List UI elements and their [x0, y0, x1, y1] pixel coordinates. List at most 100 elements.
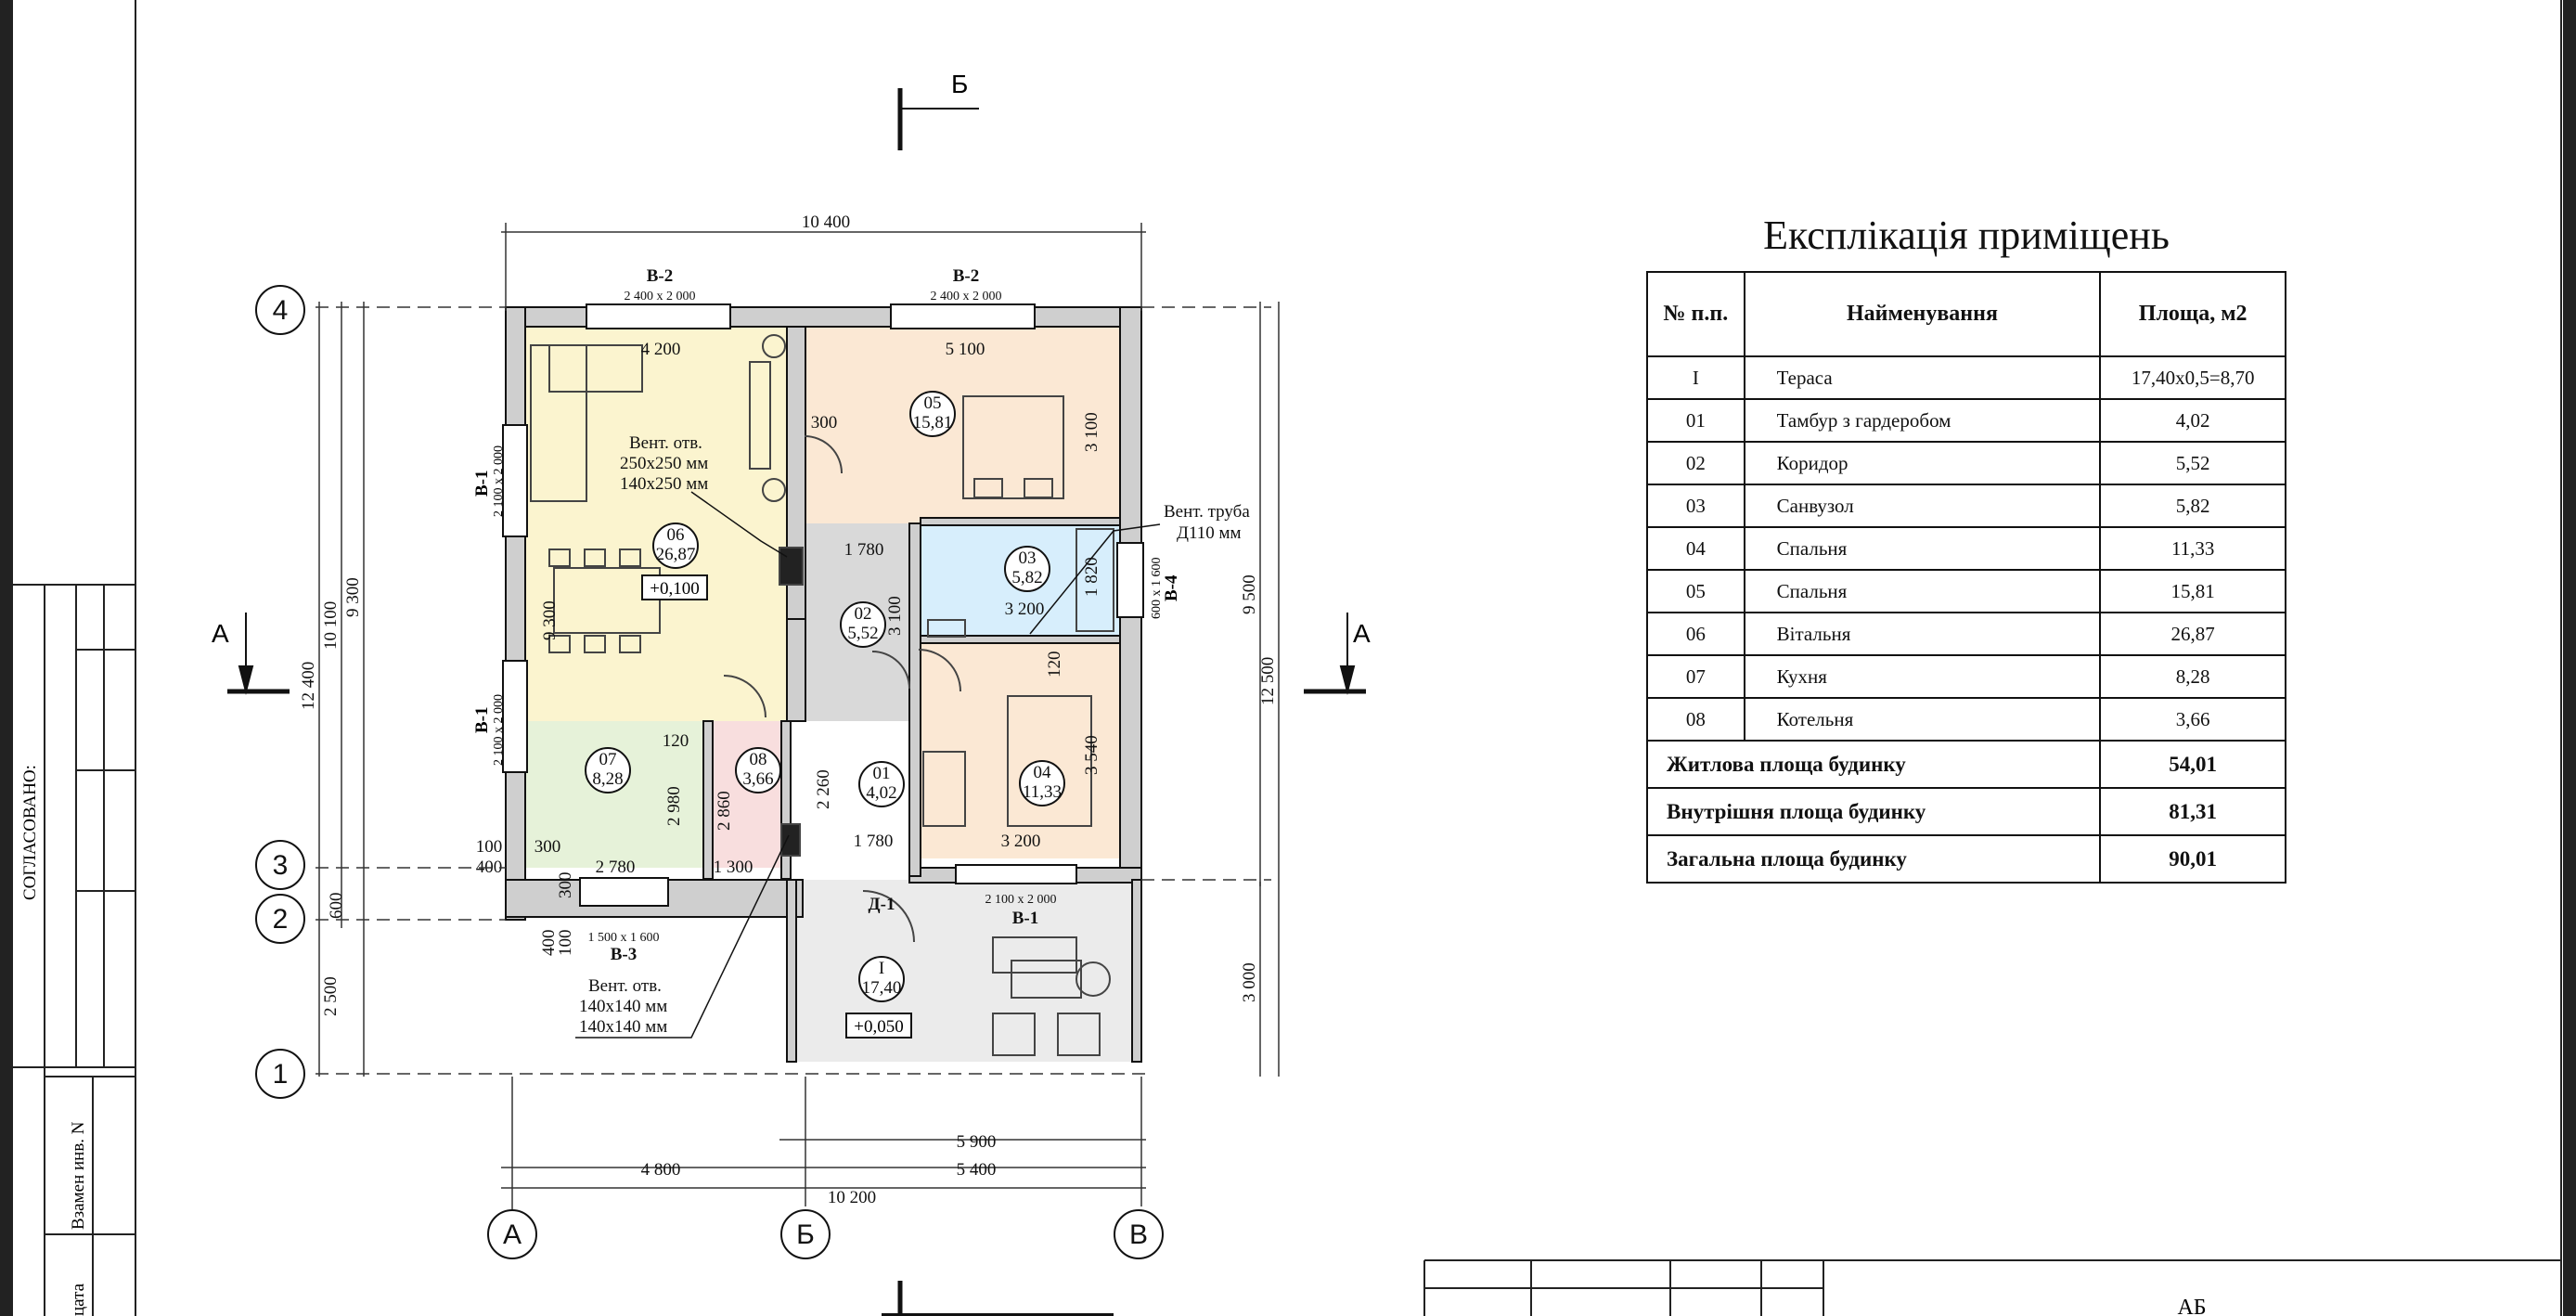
window-v4-label: В-4	[1162, 574, 1181, 601]
row-num: 01	[1646, 398, 1745, 443]
axis-v: В	[1129, 1219, 1148, 1250]
window-v1-label-lower: В-1	[472, 707, 492, 734]
window-v3	[579, 877, 669, 907]
window-v3-size: 1 500 x 1 600	[588, 931, 660, 945]
header-area: Площа, м2	[2099, 271, 2286, 357]
room-06-area: 26,87	[656, 545, 696, 564]
door-swing-2	[804, 435, 843, 474]
window-v1-bottom-label: В-1	[1012, 909, 1039, 928]
dim-400b: 400	[539, 930, 559, 957]
dim-9300-inner: 9 300	[540, 600, 560, 640]
axis-a: А	[503, 1219, 522, 1250]
vent-shaft	[779, 547, 804, 586]
dim-3200b: 3 200	[1001, 832, 1041, 851]
door-swing-4	[918, 649, 961, 692]
wardrobe-01	[922, 751, 966, 827]
row-area: 15,81	[2099, 569, 2286, 613]
agreed-label: СОГЛАСОВАНО:	[20, 765, 40, 900]
dim-left-9300: 9 300	[343, 577, 363, 617]
wall-left	[505, 306, 526, 921]
dim-right-12500: 12 500	[1258, 657, 1278, 705]
tv-unit	[749, 361, 771, 470]
window-v2-label-right: В-2	[953, 266, 980, 286]
dim-4200: 4 200	[641, 340, 681, 359]
room-04-fill	[919, 641, 1120, 858]
dim-right-9500: 9 500	[1240, 574, 1259, 614]
dim-5100: 5 100	[946, 340, 985, 359]
terrace-fill	[787, 880, 1141, 1062]
room-07-fill	[524, 721, 708, 868]
date-label: цата	[69, 1283, 88, 1316]
dim-1300: 1 300	[714, 858, 753, 877]
summary-value: 54,01	[2099, 740, 2286, 789]
top-dim-10400: 10 400	[802, 213, 850, 232]
floor-plan: 06 26,87 05 15,81 03 5,82 02 5,52 07 8,2…	[212, 70, 1371, 1316]
row-num: 07	[1646, 654, 1745, 699]
summary-value: 90,01	[2099, 834, 2286, 884]
vent2-leader	[575, 834, 790, 1039]
vent1-line1: Вент. отв.	[629, 433, 702, 453]
door-d1-label: Д-1	[869, 895, 895, 914]
room-02-area: 5,52	[847, 624, 878, 643]
vent2-line1: Вент. отв.	[588, 976, 662, 996]
dim-4800: 4 800	[641, 1160, 681, 1180]
window-v1-upper	[502, 424, 528, 537]
window-v4	[1116, 542, 1144, 618]
summary-label: Внутрішня площа будинку	[1645, 787, 2102, 836]
header-num: № п.п.	[1646, 271, 1745, 357]
room-07-num: 07	[599, 750, 617, 769]
dim-3100a: 3 100	[1082, 412, 1101, 452]
row-num: 05	[1646, 569, 1745, 613]
row-area: 17,40x0,5=8,70	[2099, 355, 2286, 400]
terrace-sofa	[992, 936, 1077, 974]
door-swing-5	[862, 890, 915, 943]
dim-left-2500: 2 500	[321, 976, 341, 1016]
row-area: 4,02	[2099, 398, 2286, 443]
dim-2980: 2 980	[664, 786, 684, 826]
dim-left-10100: 10 100	[321, 601, 341, 650]
dim-300b: 300	[535, 837, 561, 857]
bed-04	[1007, 695, 1092, 827]
window-v2-size-left: 2 400 x 2 000	[625, 290, 696, 303]
window-v2-label-left: В-2	[647, 266, 674, 286]
room-07-area: 8,28	[592, 769, 623, 789]
boiler	[780, 823, 801, 857]
window-v3-label: В-3	[611, 945, 638, 964]
section-b-top: Б	[951, 70, 968, 98]
plant-2	[762, 478, 786, 502]
dim-10200: 10 200	[828, 1188, 876, 1207]
dim-2860: 2 860	[715, 791, 734, 831]
plant-1	[762, 334, 786, 358]
row-name: Кухня	[1743, 654, 2102, 699]
terrace-left-post	[786, 879, 797, 1063]
row-area: 3,66	[2099, 697, 2286, 742]
row-name: Санвузол	[1743, 484, 2102, 528]
terrace-table	[1011, 960, 1082, 999]
summary-label: Житлова площа будинку	[1645, 740, 2102, 789]
vent-pipe-line2: Д110 мм	[1177, 523, 1242, 543]
row-num: 03	[1646, 484, 1745, 528]
room-02-num: 02	[855, 604, 872, 624]
explication-title: Експлікація приміщень	[1763, 213, 2170, 258]
window-v1-lower	[502, 660, 528, 773]
summary-value: 81,31	[2099, 787, 2286, 836]
room-03-area: 5,82	[1011, 568, 1042, 587]
room-06-fill	[524, 327, 805, 721]
window-v1-bottom	[955, 864, 1077, 884]
room-05-area: 15,81	[913, 413, 953, 432]
row-name: Тамбур з гардеробом	[1743, 398, 2102, 443]
row-name: Вітальня	[1743, 612, 2102, 656]
door-swing-1	[871, 651, 910, 690]
dim-300a: 300	[811, 413, 838, 432]
vent2-line3: 140x140 мм	[579, 1017, 667, 1037]
dim-5400: 5 400	[957, 1160, 997, 1180]
dim-3100b: 3 100	[885, 596, 905, 636]
